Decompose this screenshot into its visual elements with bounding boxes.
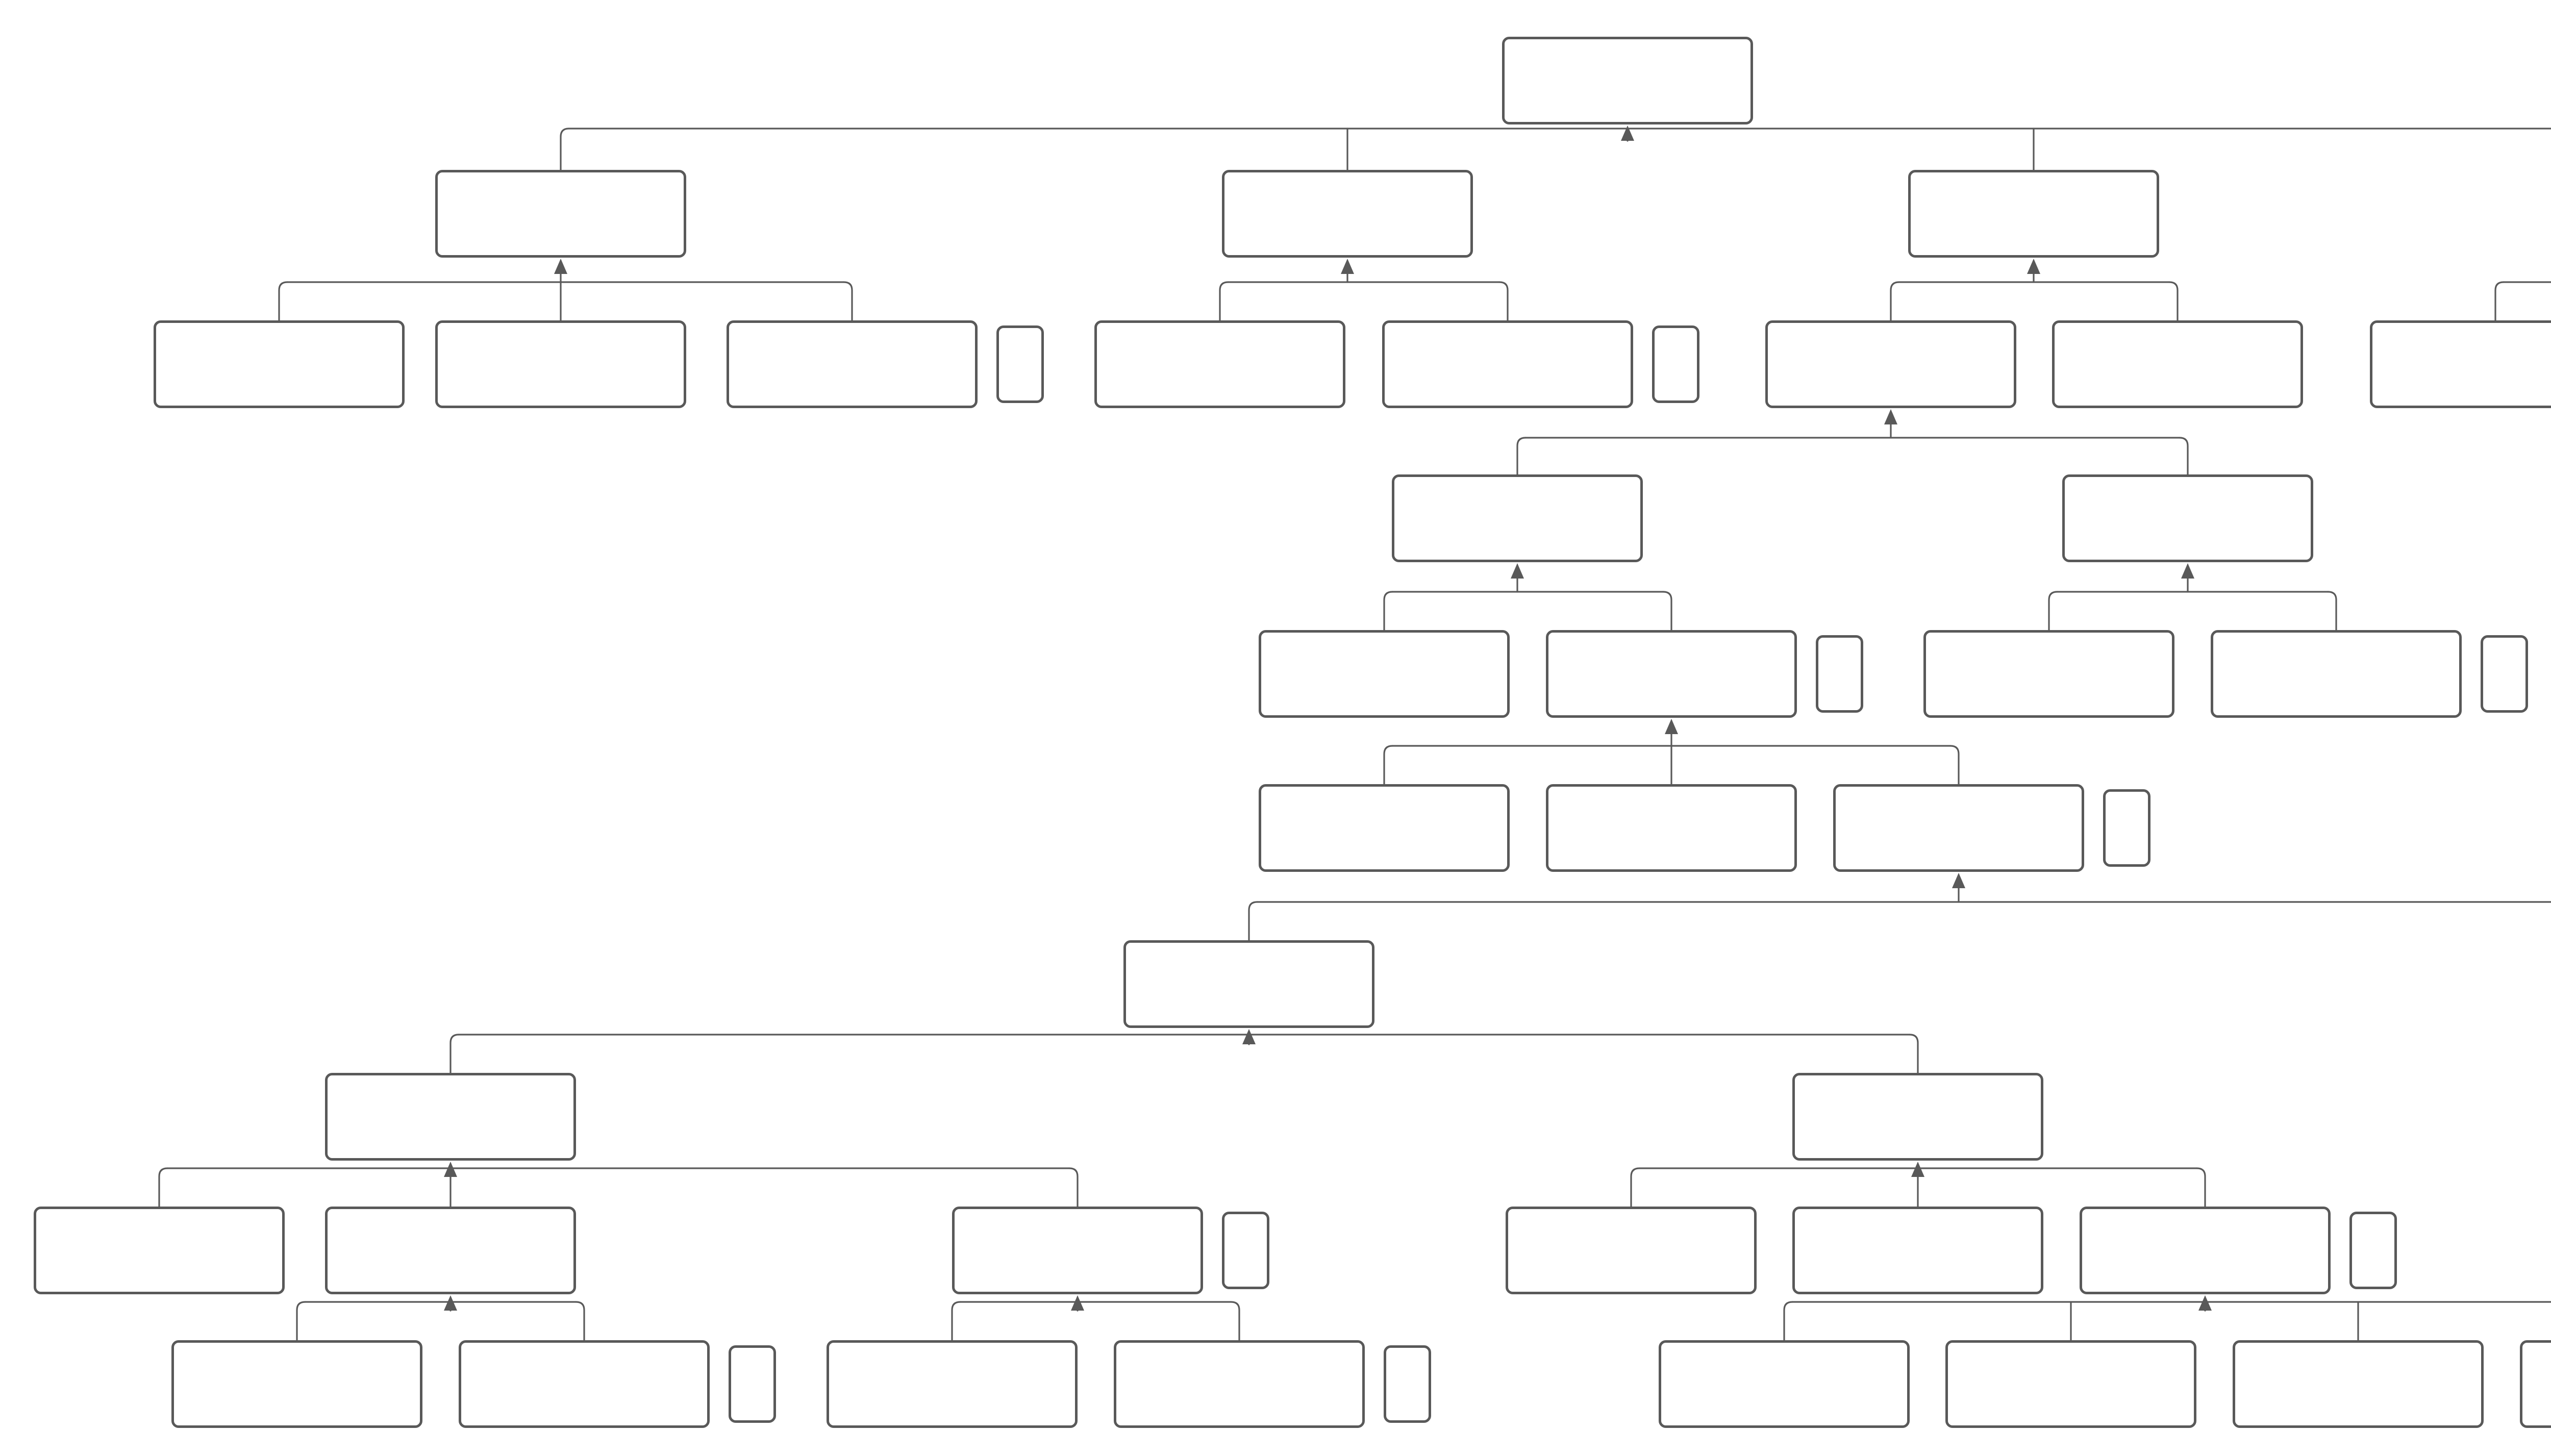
edge-arrow-outer_align xyxy=(1242,1029,1256,1044)
tree-node[interactable] xyxy=(1094,320,1345,408)
edge-arrow-go_beyond xyxy=(1911,1162,1924,1177)
edge-arrow-competent xyxy=(554,259,567,274)
tree-node[interactable] xyxy=(1502,37,1753,124)
edge-arrow-deconfusion xyxy=(1341,259,1354,274)
edge-corner-right-delegate xyxy=(2168,281,2179,321)
edge-corner-left-root xyxy=(560,128,570,171)
tree-node[interactable] xyxy=(459,1340,710,1428)
edge-arrow-align_learn xyxy=(1952,873,1965,888)
edge-corner-left-learn_teach xyxy=(158,1167,168,1208)
edge-arrow-learn_feed xyxy=(444,1295,457,1311)
edge-arrow-make_align xyxy=(1665,719,1678,734)
tree-node[interactable] xyxy=(1114,1340,1365,1428)
ellipsis-node[interactable] xyxy=(1816,635,1863,713)
tree-node[interactable] xyxy=(2052,320,2303,408)
edge-corner-left-outer_align xyxy=(449,1034,460,1074)
tree-node[interactable] xyxy=(727,320,978,408)
edge-corner-left-better_teach xyxy=(1783,1301,1793,1341)
tree-node[interactable] xyxy=(1923,630,2174,718)
tree-node[interactable] xyxy=(827,1340,1078,1428)
tree-node[interactable] xyxy=(1259,630,1510,718)
tree-node[interactable] xyxy=(325,1207,576,1294)
edge-arrow-learn_teach xyxy=(444,1162,457,1177)
tree-node[interactable] xyxy=(2080,1207,2331,1294)
edge-corner-right-competent xyxy=(843,281,853,321)
tree-node[interactable] xyxy=(1659,1340,1910,1428)
edge-corner-left-cope_impacts xyxy=(2494,281,2505,321)
edge-corner-left-deconfusion xyxy=(1219,281,1229,321)
tree-node[interactable] xyxy=(1546,784,1797,872)
tree-node[interactable] xyxy=(435,320,686,408)
tree-node[interactable] xyxy=(1945,1340,2196,1428)
tree-node[interactable] xyxy=(1222,170,1473,258)
edge-arrow-root xyxy=(1621,125,1634,141)
edge-corner-right-single xyxy=(2179,437,2189,475)
edge-corner-left-delegate xyxy=(1890,281,1900,321)
tree-node[interactable] xyxy=(1792,1073,2043,1161)
edge-arrow-reduce_tax xyxy=(1511,563,1524,579)
edge-corner-right-infer_pref xyxy=(1230,1301,1240,1341)
edge-corner-left-competent xyxy=(278,281,288,321)
tree-node[interactable] xyxy=(325,1073,576,1161)
ellipsis-node[interactable] xyxy=(1384,1345,1431,1423)
ellipsis-node[interactable] xyxy=(729,1345,776,1423)
edge-corner-right-deconfusion xyxy=(1498,281,1509,321)
edge-arrow-single xyxy=(1884,409,1897,424)
edge-corner-right-learn_feed xyxy=(575,1301,585,1341)
tree-node[interactable] xyxy=(1908,170,2159,258)
edge-corner-left-learn_feed xyxy=(296,1301,306,1341)
edge-arrow-delegate xyxy=(2027,259,2040,274)
tree-node[interactable] xyxy=(952,1207,1203,1294)
tree-node[interactable] xyxy=(34,1207,285,1294)
edge-corner-right-make_align xyxy=(1949,745,1960,785)
tree-node[interactable] xyxy=(1765,320,2016,408)
edge-corner-left-single xyxy=(1516,437,1527,475)
edge-arrow-infer_pref xyxy=(1071,1295,1084,1311)
ellipsis-node[interactable] xyxy=(1222,1212,1269,1289)
edge-corner-left-reduce_tax xyxy=(1383,591,1393,631)
edge-corner-left-align_learn xyxy=(1248,901,1258,941)
tree-node[interactable] xyxy=(1833,784,2084,872)
tree-node[interactable] xyxy=(1546,630,1797,718)
tree-node[interactable] xyxy=(2520,1340,2551,1428)
edge-arrow-better_teach xyxy=(2198,1295,2212,1311)
tree-node[interactable] xyxy=(2370,320,2551,408)
edge-corner-right-learn_teach xyxy=(1068,1167,1079,1208)
edge-corner-left-make_align xyxy=(1383,745,1393,785)
edge-corner-left-pay_tax xyxy=(2048,591,2058,631)
tree-node[interactable] xyxy=(1259,784,1510,872)
tree-node[interactable] xyxy=(435,170,686,258)
edge-corner-right-reduce_tax xyxy=(1662,591,1672,631)
tree-node[interactable] xyxy=(2062,474,2313,562)
tree-node[interactable] xyxy=(1123,940,1374,1028)
ellipsis-node[interactable] xyxy=(1652,325,1699,403)
edge-arrow-pay_tax xyxy=(2181,563,2194,579)
ellipsis-node[interactable] xyxy=(2481,635,2528,713)
edge-corner-right-go_beyond xyxy=(2196,1167,2206,1208)
ellipsis-node[interactable] xyxy=(996,325,1044,403)
tree-node[interactable] xyxy=(171,1340,422,1428)
tree-node[interactable] xyxy=(154,320,405,408)
tree-node[interactable] xyxy=(2233,1340,2484,1428)
edge-corner-right-outer_align xyxy=(1909,1034,1919,1074)
tree-node[interactable] xyxy=(1382,320,1633,408)
tree-node[interactable] xyxy=(1792,1207,2043,1294)
tree-node[interactable] xyxy=(1392,474,1643,562)
tree-node[interactable] xyxy=(2211,630,2462,718)
edge-corner-right-pay_tax xyxy=(2327,591,2337,631)
edge-corner-left-go_beyond xyxy=(1630,1167,1640,1208)
ellipsis-node[interactable] xyxy=(2103,789,2150,867)
edge-corner-left-infer_pref xyxy=(951,1301,961,1341)
tree-node[interactable] xyxy=(1506,1207,1757,1294)
ellipsis-node[interactable] xyxy=(2349,1212,2397,1289)
